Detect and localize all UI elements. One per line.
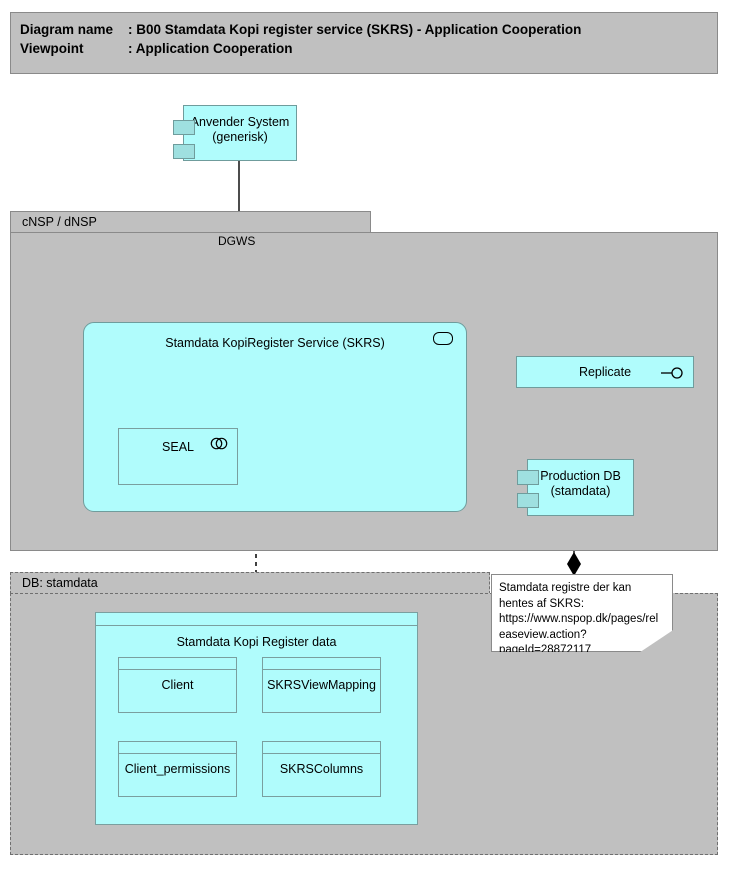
component-tab-lower-icon: [173, 144, 195, 159]
component-tab-upper-icon: [173, 120, 195, 135]
table-client-permissions[interactable]: Client_permissions: [118, 741, 237, 797]
table-skrsviewmapping-strip: [263, 658, 380, 670]
replicate-label: Replicate: [578, 365, 632, 379]
group-label-cnsp: cNSP / dNSP: [22, 215, 97, 229]
diagram-name-line: Diagram name: B00 Stamdata Kopi register…: [20, 20, 717, 39]
table-skrscolumns[interactable]: SKRSColumns: [262, 741, 381, 797]
table-client[interactable]: Client: [118, 657, 237, 713]
data-box-strip: [96, 613, 417, 626]
seal-label: SEAL: [162, 440, 194, 454]
node-anvender-system[interactable]: Anvender System (generisk): [173, 105, 297, 161]
production-db-tab-upper-icon: [517, 470, 539, 485]
production-db-line1: Production DB: [540, 469, 621, 483]
anvender-system-line1: Anvender System: [190, 115, 290, 129]
group-tab-cnsp: cNSP / dNSP: [10, 211, 371, 233]
viewpoint-line: Viewpoint: Application Cooperation: [20, 39, 717, 58]
table-client-strip: [119, 658, 236, 670]
diagram-name-label: Diagram name: [20, 22, 114, 37]
viewpoint-value: Application Cooperation: [135, 41, 293, 56]
application-service-icon: [433, 332, 453, 345]
viewpoint-separator: :: [128, 41, 133, 56]
note-stamdata-registre: Stamdata registre der kan hentes af SKRS…: [491, 574, 673, 652]
skrs-service-label: Stamdata KopiRegister Service (SKRS): [165, 336, 385, 350]
composition-diamond: [567, 552, 581, 576]
anvender-system-line2: (generisk): [212, 130, 268, 144]
table-client-label: Client: [161, 678, 194, 692]
group-label-db-stamdata: DB: stamdata: [22, 576, 98, 590]
application-component-icon: [210, 437, 228, 450]
table-client-permissions-label: Client_permissions: [124, 762, 231, 776]
production-db-tab-lower-icon: [517, 493, 539, 508]
node-production-db[interactable]: Production DB (stamdata): [517, 459, 634, 516]
provided-interface-lollipop-icon: [661, 367, 683, 379]
edge-label-dgws: DGWS: [218, 234, 256, 248]
diagram-title-box: Diagram name: B00 Stamdata Kopi register…: [10, 12, 718, 74]
node-seal[interactable]: SEAL: [118, 428, 238, 485]
stamdata-kopi-register-data-label: Stamdata Kopi Register data: [176, 635, 337, 649]
production-db-line2: (stamdata): [550, 484, 611, 498]
viewpoint-label: Viewpoint: [20, 41, 84, 56]
note-text: Stamdata registre der kan hentes af SKRS…: [499, 582, 659, 656]
table-client-permissions-strip: [119, 742, 236, 754]
table-skrscolumns-strip: [263, 742, 380, 754]
table-skrsviewmapping[interactable]: SKRSViewMapping: [262, 657, 381, 713]
table-skrsviewmapping-label: SKRSViewMapping: [267, 678, 376, 692]
table-skrscolumns-label: SKRSColumns: [279, 762, 364, 776]
group-tab-db-stamdata: DB: stamdata: [10, 572, 490, 594]
diagram-name-value: B00 Stamdata Kopi register service (SKRS…: [136, 22, 582, 37]
node-replicate[interactable]: Replicate: [516, 356, 694, 388]
diagram-name-separator: :: [128, 22, 133, 37]
